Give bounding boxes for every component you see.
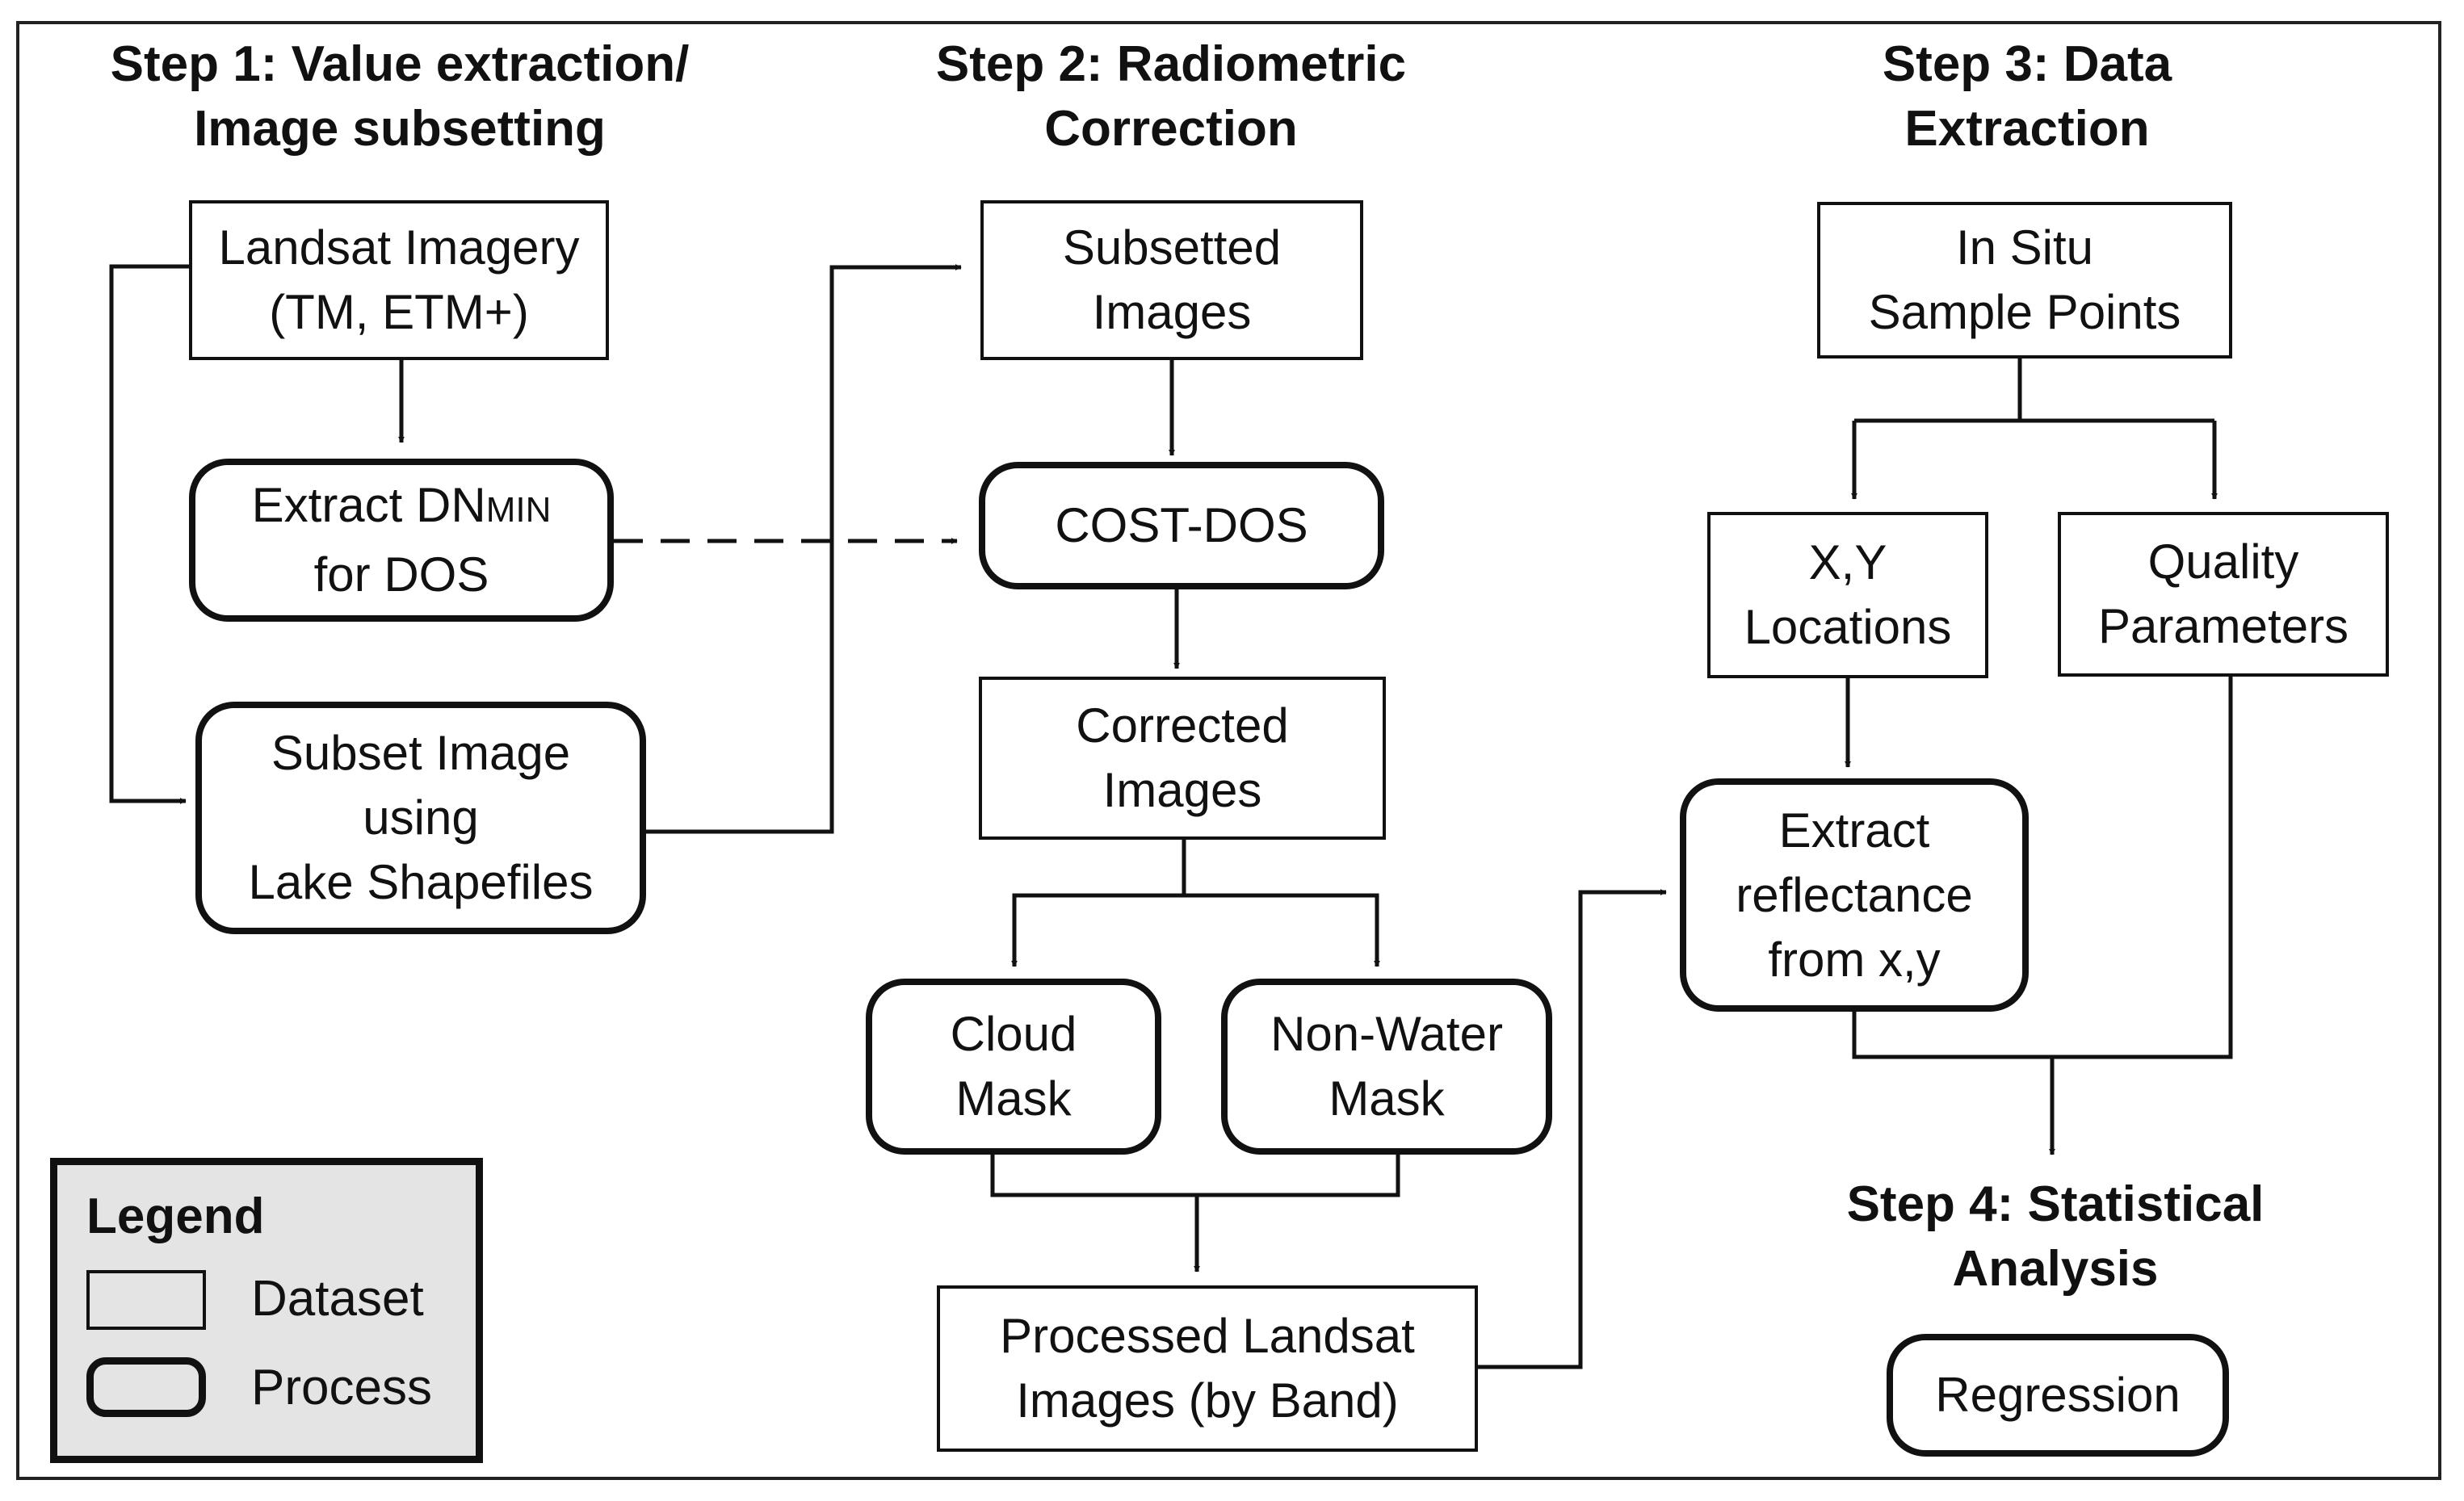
extract-dn-text: Extract DN <box>251 478 486 532</box>
connector-masks-merge <box>990 1155 1400 1197</box>
legend: Legend Dataset Process <box>50 1158 483 1463</box>
legend-title: Legend <box>86 1189 265 1244</box>
node-insitu-sample-points: In Situ Sample Points <box>1817 202 2232 358</box>
node-corrected-images-label: Corrected Images <box>1076 698 1289 817</box>
legend-process-label: Process <box>251 1360 432 1415</box>
node-subset-image-label: Subset Image using Lake Shapefiles <box>248 726 594 909</box>
node-subsetted-images: Subsetted Images <box>980 200 1363 360</box>
connector-extract-quality-merge <box>1852 677 2233 1059</box>
extract-dn-subscript: MIN <box>485 490 552 530</box>
node-processed-landsat: Processed Landsat Images (by Band) <box>937 1285 1478 1452</box>
arrow-processed-to-extract <box>1478 889 1667 1369</box>
heading-step1: Step 1: Value extraction/ Image subsetti… <box>110 36 690 157</box>
node-landsat-imagery-label: Landsat Imagery (TM, ETM+) <box>218 220 580 339</box>
node-subset-image: Subset Image using Lake Shapefiles <box>195 702 646 934</box>
node-nonwater-mask-label: Non-Water Mask <box>1270 1007 1503 1126</box>
node-nonwater-mask: Non-Water Mask <box>1221 979 1552 1155</box>
node-extract-reflectance: Extract reflectance from x,y <box>1680 778 2029 1012</box>
arrow-landsat-to-subset <box>109 264 189 804</box>
node-quality-parameters: Quality Parameters <box>2058 512 2389 677</box>
legend-process-swatch <box>86 1357 206 1417</box>
node-cost-dos-label: COST-DOS <box>1055 498 1308 552</box>
node-quality-parameters-label: Quality Parameters <box>2097 535 2349 653</box>
arrow-corrected-to-cloud <box>1011 840 1186 967</box>
node-landsat-imagery: Landsat Imagery (TM, ETM+) <box>189 200 609 360</box>
heading-step3: Step 3: Data Extraction <box>1882 36 2172 157</box>
node-cloud-mask-label: Cloud Mask <box>950 1007 1077 1126</box>
legend-dataset-label: Dataset <box>251 1271 424 1327</box>
arrow-corrected-to-nonwater <box>1184 893 1380 967</box>
arrow-subset-to-subsetted <box>646 264 962 834</box>
node-extract-dn-min-label: Extract DNMIN for DOS <box>252 473 552 607</box>
node-subsetted-images-label: Subsetted Images <box>1062 220 1282 339</box>
node-cloud-mask: Cloud Mask <box>866 979 1161 1155</box>
node-regression: Regression <box>1887 1334 2229 1457</box>
diagram-frame <box>16 21 2441 1480</box>
node-processed-landsat-label: Processed Landsat Images (by Band) <box>1000 1309 1415 1428</box>
heading-step2: Step 2: Radiometric Correction <box>935 36 1407 157</box>
legend-dataset-swatch <box>86 1270 206 1330</box>
node-corrected-images: Corrected Images <box>979 677 1386 840</box>
node-cost-dos: COST-DOS <box>979 462 1384 589</box>
node-extract-reflectance-label: Extract reflectance from x,y <box>1736 803 1973 987</box>
node-regression-label: Regression <box>1935 1368 2181 1422</box>
node-extract-dn-min: Extract DNMIN for DOS <box>189 459 614 622</box>
node-xy-locations-label: X,Y Locations <box>1744 535 1952 654</box>
node-xy-locations: X,Y Locations <box>1707 512 1988 678</box>
node-insitu-sample-points-label: In Situ Sample Points <box>1868 220 2181 339</box>
heading-step4: Step 4: Statistical Analysis <box>1846 1176 2265 1297</box>
extract-dn-tail: for DOS <box>313 547 489 602</box>
